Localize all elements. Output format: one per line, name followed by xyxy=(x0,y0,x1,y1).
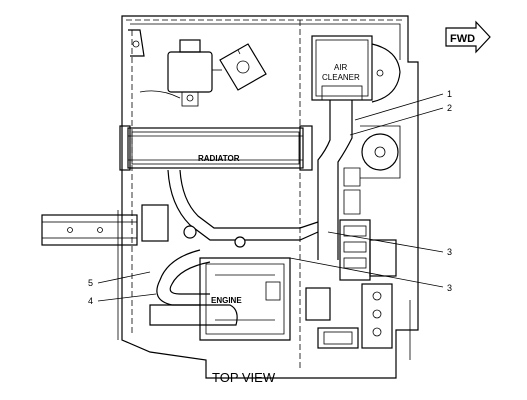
engine-block xyxy=(199,257,291,341)
callout-3-lower: 3 xyxy=(447,283,452,293)
radiator-assembly xyxy=(119,125,313,171)
air-cleaner-assembly xyxy=(311,35,401,260)
callout-3-upper: 3 xyxy=(447,247,452,257)
bracket xyxy=(128,29,145,57)
reservoir-bottle xyxy=(139,39,222,107)
frame-rail xyxy=(41,214,138,246)
callout-5: 5 xyxy=(88,278,93,288)
forward-label: FWD xyxy=(450,33,475,45)
mounting-plate xyxy=(219,43,267,91)
callout-1: 1 xyxy=(447,89,452,99)
callout-leaders xyxy=(97,93,444,302)
engine-label: ENGINE xyxy=(211,296,242,305)
coolant-hoses xyxy=(141,169,319,326)
radiator-label: RADIATOR xyxy=(198,154,240,163)
machine-frame xyxy=(117,15,419,379)
valve-bank xyxy=(305,167,397,349)
view-title: TOP VIEW xyxy=(212,370,276,385)
air-cleaner-label-line1: AIR xyxy=(334,63,348,72)
fan xyxy=(360,125,401,179)
callout-2: 2 xyxy=(447,103,452,113)
forward-direction-arrow: FWD xyxy=(445,20,491,54)
air-cleaner-label-line2: CLEANER xyxy=(322,73,360,82)
callout-4: 4 xyxy=(88,296,93,306)
